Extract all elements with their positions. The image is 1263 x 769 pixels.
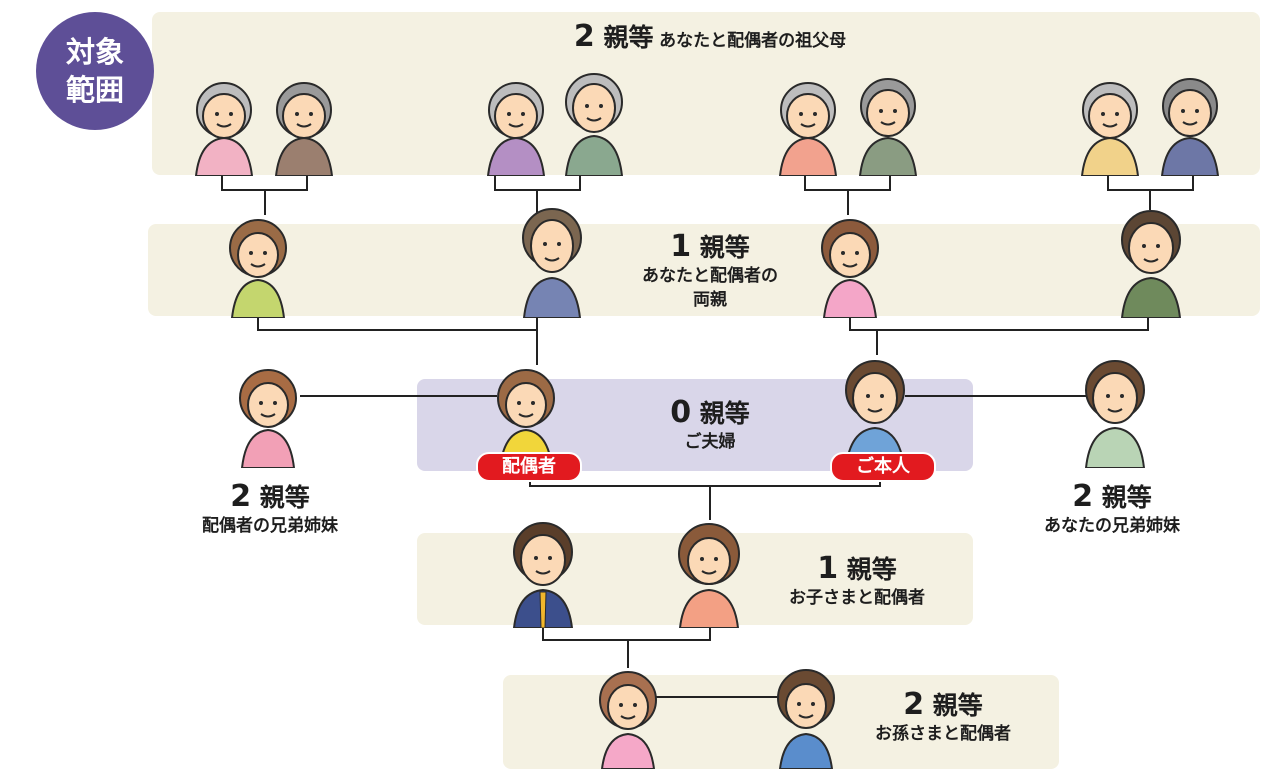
grandfather-4-figure: [1160, 78, 1220, 176]
spouse-father-figure: [522, 208, 582, 318]
degree-word: 親等: [603, 23, 654, 52]
label-spouse-siblings: 2 親等 配偶者の兄弟姉妹: [170, 478, 370, 538]
grandmother-3-figure: [778, 82, 838, 176]
degree-number: 0: [670, 395, 692, 430]
label-your-siblings: 2 親等 あなたの兄弟姉妹: [1012, 478, 1212, 538]
band-parents: [148, 224, 1260, 316]
spouse-tag: 配偶者: [476, 452, 582, 482]
grandfather-1-figure: [274, 82, 334, 176]
label-grandparents: 2 親等 あなたと配偶者の祖父母: [480, 18, 940, 54]
grandmother-2-figure: [486, 82, 546, 176]
parents-caption-line2: 両親: [693, 290, 727, 310]
grandfather-3-figure: [858, 78, 918, 176]
label-grandchildren: 2 親等 お孫さまと配偶者: [838, 686, 1048, 746]
degree-word: 親等: [932, 691, 983, 720]
your-sibling-figure: [1084, 360, 1146, 468]
spouse-siblings-caption: 配偶者の兄弟姉妹: [202, 516, 338, 536]
grandparents-caption: あなたと配偶者の祖父母: [659, 31, 847, 51]
self-tag: ご本人: [830, 452, 936, 482]
children-caption: お子さまと配偶者: [789, 588, 925, 608]
scope-badge: 対象 範囲: [36, 12, 154, 130]
child-figure: [678, 523, 740, 628]
child-spouse-figure: [512, 522, 574, 628]
degree-word: 親等: [1101, 483, 1152, 512]
grandchild-figure: [599, 671, 657, 769]
couple-caption: ご夫婦: [684, 432, 736, 452]
self-figure: [844, 360, 906, 468]
degree-number: 2: [230, 479, 252, 514]
your-father-figure: [1120, 210, 1182, 318]
spouse-mother-figure: [229, 219, 287, 318]
label-couple: 0 親等 ご夫婦: [610, 394, 810, 454]
degree-word: 親等: [699, 233, 750, 262]
degree-number: 2: [573, 19, 595, 54]
label-children: 1 親等 お子さまと配偶者: [752, 550, 962, 610]
degree-word: 親等: [699, 399, 750, 428]
badge-line-2: 範囲: [65, 73, 124, 107]
grandmother-1-figure: [194, 82, 254, 176]
label-parents: 1 親等 あなたと配偶者の 両親: [600, 228, 820, 312]
your-mother-figure: [821, 219, 879, 318]
band-grandparents: [152, 12, 1260, 175]
parents-caption-line1: あなたと配偶者の: [642, 266, 778, 286]
degree-word: 親等: [846, 555, 897, 584]
degree-number: 1: [670, 229, 692, 264]
degree-number: 2: [1072, 479, 1094, 514]
badge-line-1: 対象: [65, 35, 124, 69]
your-siblings-caption: あなたの兄弟姉妹: [1044, 516, 1180, 536]
degree-number: 1: [817, 551, 839, 586]
grandchildren-caption: お孫さまと配偶者: [875, 724, 1011, 744]
degree-word: 親等: [259, 483, 310, 512]
degree-number: 2: [903, 687, 925, 722]
spouse-figure: [497, 369, 555, 468]
grandfather-2-figure: [564, 73, 624, 176]
grandmother-4-figure: [1080, 82, 1140, 176]
spouse-sibling-figure: [239, 369, 297, 468]
grandchild-spouse-figure: [777, 669, 835, 769]
